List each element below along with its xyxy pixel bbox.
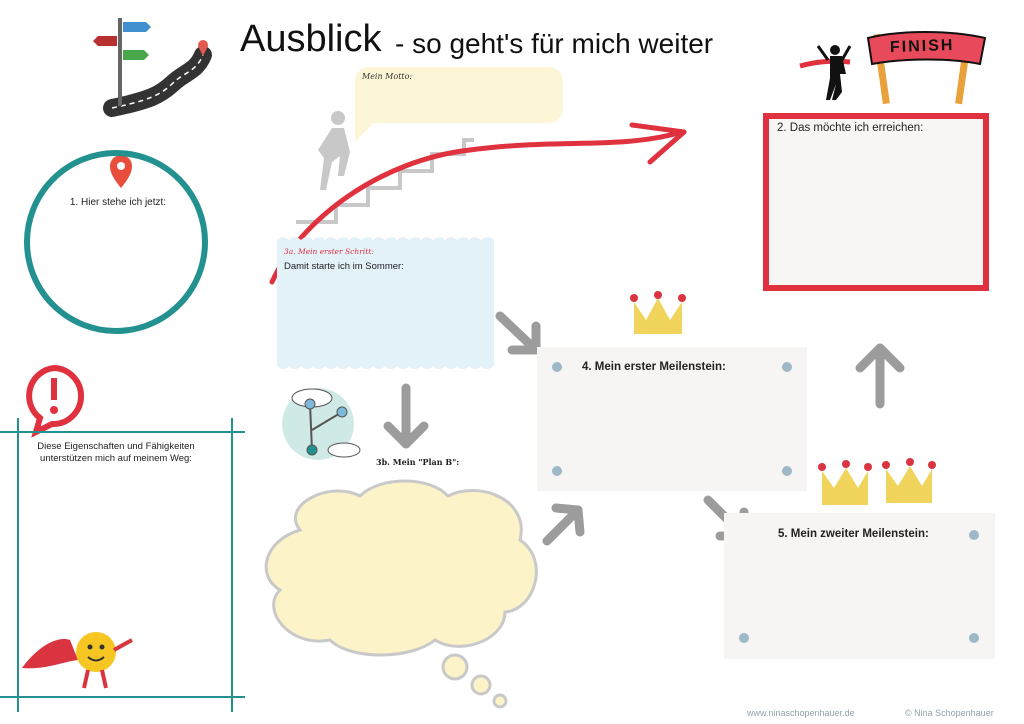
milestone-2-label: 5. Mein zweiter Meilenstein: <box>778 528 929 540</box>
strengths-label: Diese Eigenschaften und Fähigkeiten unte… <box>37 441 195 464</box>
signpost-icon <box>93 18 212 117</box>
crown-icon <box>818 460 872 505</box>
motto-speech-bubble <box>355 67 563 142</box>
goal-label: 2. Das möchte ich erreichen: <box>777 122 924 134</box>
milestone-2-pins <box>739 530 979 643</box>
page-title: Ausblick <box>240 18 382 60</box>
milestone-1-pins <box>552 362 792 476</box>
strengths-frame <box>0 418 245 712</box>
motto-input-area[interactable] <box>365 84 555 118</box>
footer-website: www.ninaschopenhauer.de <box>747 708 855 718</box>
strengths-input-area[interactable] <box>22 470 228 610</box>
step-box-scallop <box>277 237 494 369</box>
crown-icon <box>630 291 686 334</box>
milestone-1-box[interactable] <box>537 347 807 491</box>
goal-box[interactable] <box>763 113 989 291</box>
motto-label: Mein Motto: <box>362 72 413 81</box>
plan-b-network-icon <box>282 388 361 460</box>
footer-copyright: © Nina Schopenhauer <box>905 708 994 718</box>
plan-b-thought-cloud <box>264 479 538 709</box>
first-step-tag: 3a. Mein erster Schritt: <box>284 247 374 256</box>
plan-b-label: 3b. Mein "Plan B": <box>376 457 460 467</box>
milestone-2-box[interactable] <box>724 513 995 659</box>
current-position-label: 1. Hier stehe ich jetzt: <box>69 197 167 208</box>
plan-b-input-area[interactable] <box>290 500 510 640</box>
current-position-circle[interactable] <box>24 150 208 334</box>
progress-arrow-icon <box>269 122 687 285</box>
finish-line-icon <box>799 31 987 105</box>
page-subtitle: - so geht's für mich weiter <box>395 28 714 59</box>
first-step-label: Damit starte ich im Sommer: <box>284 261 404 272</box>
first-step-box[interactable] <box>277 240 494 366</box>
stairs-climber-icon <box>296 111 474 224</box>
superhero-emoji-icon <box>22 632 133 689</box>
alert-speech-icon <box>26 364 84 438</box>
crown-icon <box>882 458 936 503</box>
milestone-1-label: 4. Mein erster Meilenstein: <box>582 361 726 373</box>
finish-banner-text: FINISH <box>889 36 955 57</box>
